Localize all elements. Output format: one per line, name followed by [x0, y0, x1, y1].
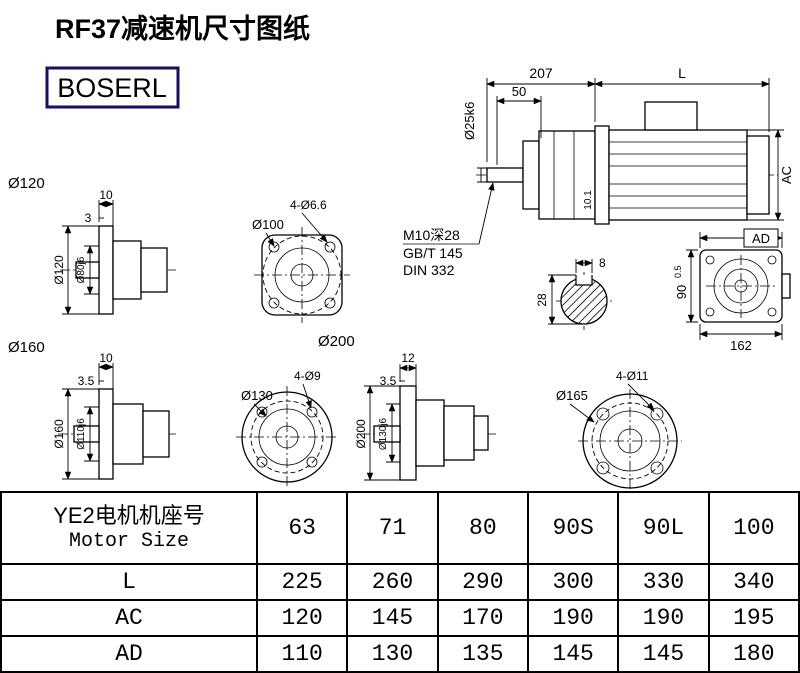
- size-column-header: 100: [707, 491, 800, 565]
- flange-130-view: Ø200 4-Ø9 Ø130: [236, 333, 355, 488]
- row-label-L: L: [0, 563, 258, 601]
- table-cell: 170: [436, 599, 529, 637]
- table-row-AC: AC 120 145 170 190 190 195: [0, 599, 800, 637]
- motor-size-label-en: Motor Size: [68, 530, 190, 554]
- table-cell: 330: [617, 563, 710, 601]
- brand-logo-text: BOSERL: [57, 73, 167, 103]
- flange-165-dia-label: Ø165: [556, 388, 588, 403]
- view-120-spigot-dia: Ø80j6: [76, 256, 87, 283]
- dimension-table: YE2电机机座号 Motor Size 63 71 80 90S 90L 100…: [0, 491, 800, 673]
- view-200-label: Ø200: [318, 333, 355, 350]
- view-160: Ø160 10 3.5 Ø160 Ø110j6: [8, 339, 178, 480]
- dim-207-label: 207: [529, 65, 553, 81]
- table-row-AD: AD 110 130 135 145 145 180: [0, 635, 800, 673]
- table-cell: 135: [436, 635, 529, 673]
- std-note2-label: DIN 332: [403, 262, 455, 278]
- view-160-spigot-dia: Ø110j6: [76, 418, 87, 450]
- brand-logo: BOSERL: [45, 66, 180, 109]
- flange-100-view: 4-Ø6.6 Ø100: [252, 198, 350, 323]
- table-cell: 130: [346, 635, 439, 673]
- table-cell: 145: [346, 599, 439, 637]
- table-cell: 290: [436, 563, 529, 601]
- table-cell: 340: [707, 563, 800, 601]
- table-cell: 190: [617, 599, 710, 637]
- page-title: RF37减速机尺寸图纸: [55, 13, 310, 44]
- table-cell: 180: [707, 635, 800, 673]
- size-column-header: 63: [255, 491, 349, 565]
- key-width-label: 8: [599, 256, 606, 270]
- key-height-label: 28: [535, 293, 549, 307]
- view-120-dim-10: 10: [99, 188, 113, 202]
- view-200-dim-3-5: 3.5: [380, 374, 397, 388]
- dim-10-1-label: 10.1: [583, 190, 594, 210]
- view-200-flange-dia: Ø200: [354, 419, 368, 449]
- table-cell: 190: [526, 599, 620, 637]
- view-160-flange-dia: Ø160: [52, 419, 66, 449]
- dim-L-label: L: [678, 65, 686, 81]
- shaft-key-section-view: 8 28: [535, 256, 612, 330]
- size-column-header: 90L: [617, 491, 710, 565]
- side-view-ad: AD 162 90 0.5: [673, 228, 791, 353]
- flange-100-holes-label: 4-Ø6.6: [290, 198, 327, 212]
- main-assembly-view: 207 L 50 Ø25k6 AC 10.1 M10深28 GB/T 145 D…: [403, 65, 794, 278]
- view-160-dim-10: 10: [99, 351, 113, 365]
- flange-130-dia-label: Ø130: [241, 388, 273, 403]
- dim-162-label: 162: [730, 338, 752, 353]
- dim-AD-label: AD: [752, 231, 770, 246]
- table-cell: 225: [255, 563, 349, 601]
- row-label-AC: AC: [0, 599, 258, 637]
- dim-90-tol-label: 0.5: [673, 265, 683, 278]
- view-120: Ø120 10 3 Ø120 Ø80j6: [8, 175, 176, 315]
- view-200: 12 3.5 Ø200 Ø130j6: [354, 351, 496, 481]
- table-cell: 300: [526, 563, 620, 601]
- size-column-header: 80: [436, 491, 529, 565]
- flange-165-view: 4-Ø11 Ø165: [556, 369, 682, 490]
- flange-130-holes-label: 4-Ø9: [294, 369, 321, 383]
- view-120-flange-dia: Ø120: [52, 255, 66, 285]
- table-cell: 145: [617, 635, 710, 673]
- view-160-label: Ø160: [8, 339, 45, 356]
- std-note1-label: GB/T 145: [403, 245, 463, 261]
- table-cell: 120: [255, 599, 349, 637]
- view-120-label: Ø120: [8, 175, 45, 192]
- technical-drawing: RF37减速机尺寸图纸 BOSERL 207 L 50 Ø25k6: [8, 13, 794, 490]
- tap-note-label: M10深28: [403, 227, 460, 243]
- dim-90-label: 90: [674, 285, 689, 299]
- table-cell: 195: [707, 599, 800, 637]
- dim-50-label: 50: [512, 84, 526, 99]
- table-header-row: YE2电机机座号 Motor Size 63 71 80 90S 90L 100: [0, 491, 800, 565]
- motor-size-header-cell: YE2电机机座号 Motor Size: [0, 491, 258, 565]
- table-cell: 110: [255, 635, 349, 673]
- dim-AC-label: AC: [779, 166, 794, 184]
- motor-size-label-cn: YE2电机机座号: [53, 502, 205, 528]
- size-column-header: 71: [346, 491, 439, 565]
- row-label-AD: AD: [0, 635, 258, 673]
- flange-165-holes-label: 4-Ø11: [616, 369, 649, 383]
- table-cell: 260: [346, 563, 439, 601]
- table-cell: 145: [526, 635, 620, 673]
- view-200-spigot-dia: Ø130j6: [378, 417, 389, 450]
- flange-100-dia-label: Ø100: [252, 217, 284, 232]
- table-row-L: L 225 260 290 300 330 340: [0, 563, 800, 601]
- view-160-dim-3-5: 3.5: [78, 374, 95, 388]
- size-column-header: 90S: [526, 491, 620, 565]
- view-200-dim-12: 12: [401, 351, 415, 365]
- shaft-dia-label: Ø25k6: [462, 102, 477, 140]
- view-120-dim-3: 3: [85, 211, 92, 225]
